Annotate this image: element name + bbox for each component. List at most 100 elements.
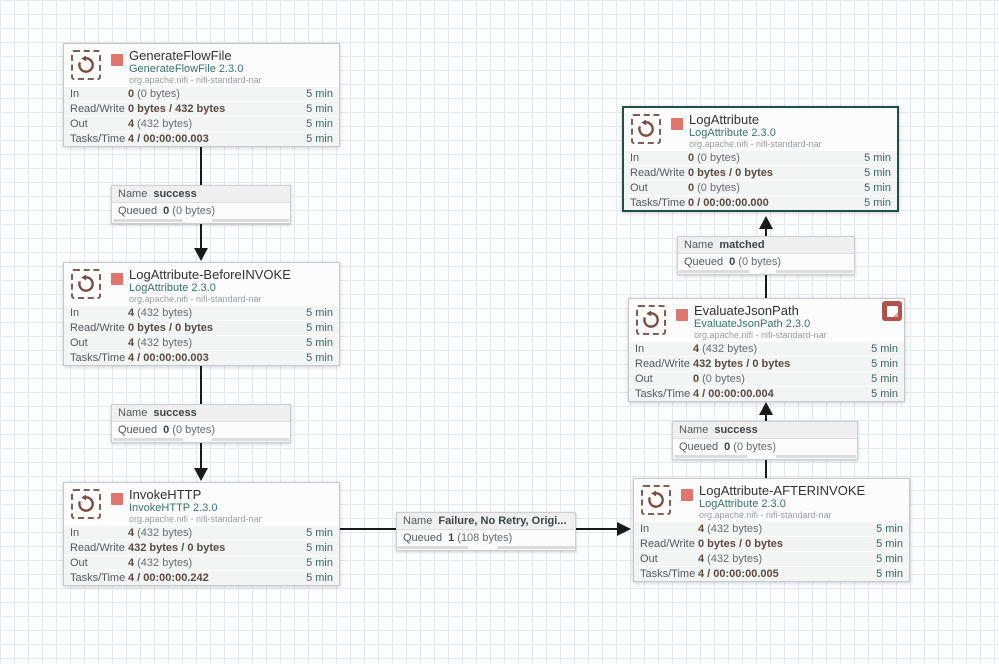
stat-window: 5 min (306, 88, 333, 100)
stat-label: Read/Write (70, 322, 125, 334)
stat-label: Tasks/Time (635, 388, 691, 400)
stat-window: 5 min (306, 307, 333, 319)
processor-bundle: org.apache.nifi - nifi-standard-nar (129, 294, 262, 304)
stat-label: In (640, 523, 650, 535)
stat-window: 5 min (864, 197, 891, 209)
processor-bundle: org.apache.nifi - nifi-standard-nar (129, 75, 262, 85)
stat-window: 5 min (306, 572, 333, 584)
stat-window: 5 min (876, 553, 903, 565)
processor-name: EvaluateJsonPath (694, 303, 799, 318)
stat-window: 5 min (864, 152, 891, 164)
stat-window: 5 min (864, 167, 891, 179)
processor-logattribute-afterinvoke[interactable]: LogAttribute-AFTERINVOKE LogAttribute 2.… (633, 478, 910, 582)
processor-bundle: org.apache.nifi - nifi-standard-nar (699, 510, 832, 520)
stat-label: Tasks/Time (70, 572, 126, 584)
stat-row-in: In 4(432 bytes) 5 min (634, 522, 909, 536)
stat-value: 4 / 00:00:00.242 (128, 572, 209, 584)
stat-row-in: In 4(432 bytes) 5 min (64, 306, 339, 320)
stat-window: 5 min (306, 118, 333, 130)
stat-value: 0(0 bytes) (693, 373, 745, 385)
stat-label: Out (640, 553, 658, 565)
stat-row-tasks-time: Tasks/Time 4 / 00:00:00.005 5 min (634, 567, 909, 581)
run-state-stopped-icon[interactable] (681, 489, 693, 501)
processor-bundle: org.apache.nifi - nifi-standard-nar (129, 514, 262, 524)
stat-value: 4 / 00:00:00.004 (693, 388, 774, 400)
processor-stamp-icon (71, 269, 101, 299)
processor-header: EvaluateJsonPath EvaluateJsonPath 2.3.0 … (629, 299, 904, 341)
stat-row-tasks-time: Tasks/Time 0 / 00:00:00.000 5 min (624, 196, 897, 210)
stat-label: In (630, 152, 640, 164)
stat-label: Read/Write (640, 538, 695, 550)
stat-window: 5 min (306, 557, 333, 569)
stat-value: 4(432 bytes) (693, 343, 758, 355)
stat-row-out: Out 0(0 bytes) 5 min (624, 181, 897, 195)
processor-generateflowfile[interactable]: GenerateFlowFile GenerateFlowFile 2.3.0 … (63, 43, 340, 147)
stat-window: 5 min (306, 322, 333, 334)
stat-row-read-write: Read/Write 0 bytes / 0 bytes 5 min (64, 321, 339, 335)
stat-row-in: In 4(432 bytes) 5 min (64, 526, 339, 540)
run-state-stopped-icon[interactable] (111, 493, 123, 505)
stat-value: 4(432 bytes) (128, 337, 193, 349)
queue-percent-bars (112, 438, 290, 442)
run-state-stopped-icon[interactable] (111, 273, 123, 285)
stat-label: Out (70, 557, 88, 569)
stat-label: Read/Write (630, 167, 685, 179)
stat-row-read-write: Read/Write 432 bytes / 0 bytes 5 min (629, 357, 904, 371)
processor-header: LogAttribute-BeforeINVOKE LogAttribute 2… (64, 263, 339, 305)
stat-label: Tasks/Time (630, 197, 686, 209)
stat-label: Tasks/Time (70, 133, 126, 145)
stat-value: 432 bytes / 0 bytes (693, 358, 791, 370)
processor-type: LogAttribute 2.3.0 (699, 498, 786, 510)
stat-window: 5 min (306, 133, 333, 145)
queue-percent-bars (397, 546, 575, 550)
stat-value: 4(432 bytes) (128, 307, 193, 319)
queue-percent-bars (112, 219, 290, 223)
processor-name: LogAttribute-AFTERINVOKE (699, 483, 866, 498)
queue-percent-bars (673, 455, 857, 459)
processor-name: LogAttribute (689, 112, 760, 127)
stat-row-in: In 0(0 bytes) 5 min (64, 87, 339, 101)
stat-label: Read/Write (70, 103, 125, 115)
stat-value: 4(432 bytes) (698, 523, 763, 535)
processor-stamp-icon (641, 485, 671, 515)
stat-label: In (635, 343, 645, 355)
processor-logattribute-beforeinvoke[interactable]: LogAttribute-BeforeINVOKE LogAttribute 2… (63, 262, 340, 366)
stat-label: Out (70, 118, 88, 130)
stat-window: 5 min (871, 388, 898, 400)
stat-row-out: Out 4(432 bytes) 5 min (64, 556, 339, 570)
run-state-stopped-icon[interactable] (111, 54, 123, 66)
stat-value: 4(432 bytes) (128, 527, 193, 539)
run-state-stopped-icon[interactable] (671, 118, 683, 130)
run-state-stopped-icon[interactable] (676, 309, 688, 321)
stat-row-out: Out 4(432 bytes) 5 min (64, 336, 339, 350)
bulletin-badge[interactable] (882, 301, 902, 321)
processor-bundle: org.apache.nifi - nifi-standard-nar (689, 139, 822, 149)
processor-evaluatejsonpath[interactable]: EvaluateJsonPath EvaluateJsonPath 2.3.0 … (628, 298, 905, 402)
stat-value: 4 / 00:00:00.003 (128, 352, 209, 364)
processor-stamp-icon (71, 50, 101, 80)
stat-value: 0 bytes / 0 bytes (698, 538, 783, 550)
stat-row-in: In 0(0 bytes) 5 min (624, 151, 897, 165)
stat-label: Out (630, 182, 648, 194)
stat-value: 0(0 bytes) (128, 88, 180, 100)
stat-value: 4 / 00:00:00.003 (128, 133, 209, 145)
stat-window: 5 min (871, 343, 898, 355)
stat-window: 5 min (871, 358, 898, 370)
processor-invokehttp[interactable]: InvokeHTTP InvokeHTTP 2.3.0 org.apache.n… (63, 482, 340, 586)
stat-label: In (70, 88, 80, 100)
stat-value: 432 bytes / 0 bytes (128, 542, 226, 554)
stat-value: 0 bytes / 0 bytes (128, 322, 213, 334)
processor-logattribute[interactable]: LogAttribute LogAttribute 2.3.0 org.apac… (622, 106, 899, 212)
stat-window: 5 min (864, 182, 891, 194)
